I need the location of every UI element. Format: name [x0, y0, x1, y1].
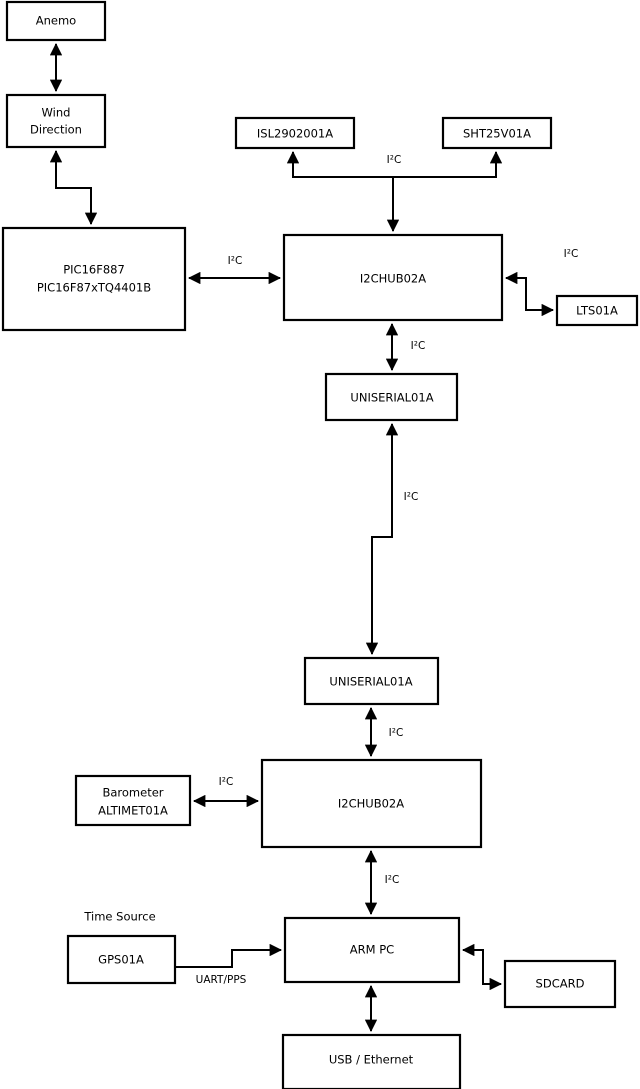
- label-time-source: Time Source: [83, 910, 155, 924]
- node-sdcard[interactable]: SDCARD: [503, 959, 617, 1009]
- node-sht25v01a[interactable]: SHT25V01A: [441, 116, 553, 150]
- edge-labels: I²C I²C I²C I²C I²C I²C I²C I²C UART/PPS: [196, 154, 579, 986]
- edge-label-i2c-uniserial-uniserial: I²C: [404, 491, 419, 503]
- edge-label-i2c-barometer: I²C: [219, 776, 234, 788]
- node-label-barometer-line2: ALTIMET01A: [98, 804, 168, 818]
- edge-label-uart-pps: UART/PPS: [196, 974, 247, 986]
- node-arm-pc[interactable]: ARM PC: [283, 916, 461, 984]
- node-label-anemo: Anemo: [36, 14, 76, 28]
- node-usb-ethernet[interactable]: USB / Ethernet: [281, 1033, 462, 1089]
- node-wind-direction[interactable]: Wind Direction: [5, 93, 107, 149]
- edge-label-i2c-pic-hub: I²C: [228, 255, 243, 267]
- node-uniserial01a-lower[interactable]: UNISERIAL01A: [303, 656, 440, 706]
- node-label-uniserial-upper: UNISERIAL01A: [350, 391, 433, 405]
- node-anemo[interactable]: Anemo: [5, 0, 107, 42]
- edge-pic-wind: [49, 150, 98, 225]
- node-label-pic-line2: PIC16F87xTQ4401B: [37, 281, 151, 295]
- node-barometer[interactable]: Barometer ALTIMET01A: [74, 774, 192, 827]
- connectors: [49, 43, 554, 1032]
- node-i2chub02a-bottom[interactable]: I2CHUB02A: [260, 758, 483, 849]
- node-label-arm-pc: ARM PC: [350, 943, 394, 957]
- node-pic-mcu[interactable]: PIC16F887 PIC16F87xTQ4401B: [1, 226, 187, 332]
- node-label-lts: LTS01A: [576, 304, 618, 318]
- node-label-sht: SHT25V01A: [463, 127, 531, 141]
- node-label-isl: ISL2902001A: [257, 127, 333, 141]
- node-label-pic-line1: PIC16F887: [63, 263, 125, 277]
- edge-label-i2c-uniserial-hub: I²C: [389, 727, 404, 739]
- node-label-barometer-line1: Barometer: [102, 786, 163, 800]
- node-lts01a[interactable]: LTS01A: [555, 294, 639, 327]
- edge-hubtop-lts: [505, 271, 554, 317]
- edge-label-i2c-hub-armpc: I²C: [385, 874, 400, 886]
- node-label-gps: GPS01A: [98, 953, 144, 967]
- edge-armpc-sdcard: [462, 943, 502, 991]
- node-label-wind-line2: Direction: [30, 123, 82, 137]
- node-label-uniserial-lower: UNISERIAL01A: [329, 675, 412, 689]
- edge-gps-armpc: [175, 943, 282, 968]
- edge-label-i2c-lts: I²C: [564, 248, 579, 260]
- free-labels: Time Source: [83, 910, 155, 924]
- edge-label-i2c-hub-uniserial: I²C: [411, 340, 426, 352]
- node-label-hub-bottom: I2CHUB02A: [338, 797, 404, 811]
- node-uniserial01a-upper[interactable]: UNISERIAL01A: [324, 372, 459, 422]
- node-i2chub02a-top[interactable]: I2CHUB02A: [282, 233, 504, 322]
- node-label-hub-top: I2CHUB02A: [360, 272, 426, 286]
- node-gps01a[interactable]: GPS01A: [66, 934, 177, 985]
- edge-uniserial-uniserial: [365, 423, 399, 655]
- node-isl2902001a[interactable]: ISL2902001A: [234, 116, 356, 150]
- node-label-sdcard: SDCARD: [536, 977, 585, 991]
- edge-bus-isl: [286, 151, 393, 178]
- node-label-wind-line1: Wind: [42, 106, 71, 120]
- node-label-usb-ethernet: USB / Ethernet: [329, 1053, 414, 1067]
- edge-bus-sht: [393, 151, 503, 178]
- edge-label-i2c-top-bus: I²C: [387, 154, 402, 166]
